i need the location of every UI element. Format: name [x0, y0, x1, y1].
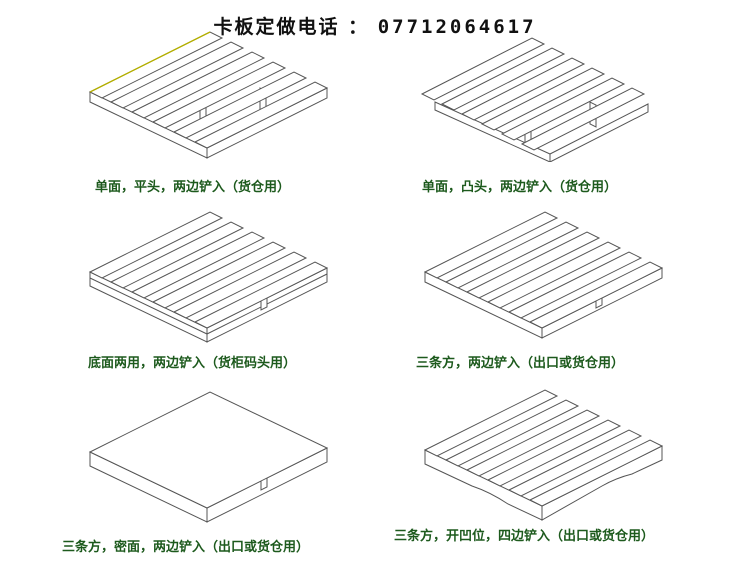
single-face-wing-pallet-icon [420, 37, 649, 162]
pallet-caption-3: 底面两用，两边铲入（货柜码头用） [88, 356, 297, 371]
pallet-caption-5: 三条方，密面，两边铲入（出口或货仓用） [62, 540, 310, 555]
pallet-caption-1: 单面，平头，两边铲入（货仓用） [95, 180, 291, 195]
deck-boards [88, 211, 329, 329]
deck-boards [423, 389, 664, 507]
solid-deck [88, 391, 329, 509]
phone-number: 07712064617 [377, 16, 537, 38]
closed-deck-pallet-icon [88, 391, 329, 523]
double-face-pallet-icon [88, 211, 329, 343]
deck-boards [423, 211, 664, 329]
notched-four-way-pallet-icon [423, 389, 664, 521]
single-face-flush-pallet-icon [88, 31, 329, 159]
page-title: 卡板定做电话 ： 07712064617 [0, 12, 750, 39]
deck-boards [88, 31, 329, 149]
pallet-caption-4: 三条方，两边铲入（出口或货仓用） [416, 356, 625, 371]
pallet-caption-2: 单面，凸头，两边铲入（货仓用） [422, 180, 618, 195]
three-stringer-pallet-icon [423, 211, 664, 339]
pallet-caption-6: 三条方，开凹位，四边铲入（出口或货仓用） [394, 529, 655, 544]
deck-boards [420, 37, 646, 151]
title-label: 卡板定做电话 ： [213, 16, 370, 38]
